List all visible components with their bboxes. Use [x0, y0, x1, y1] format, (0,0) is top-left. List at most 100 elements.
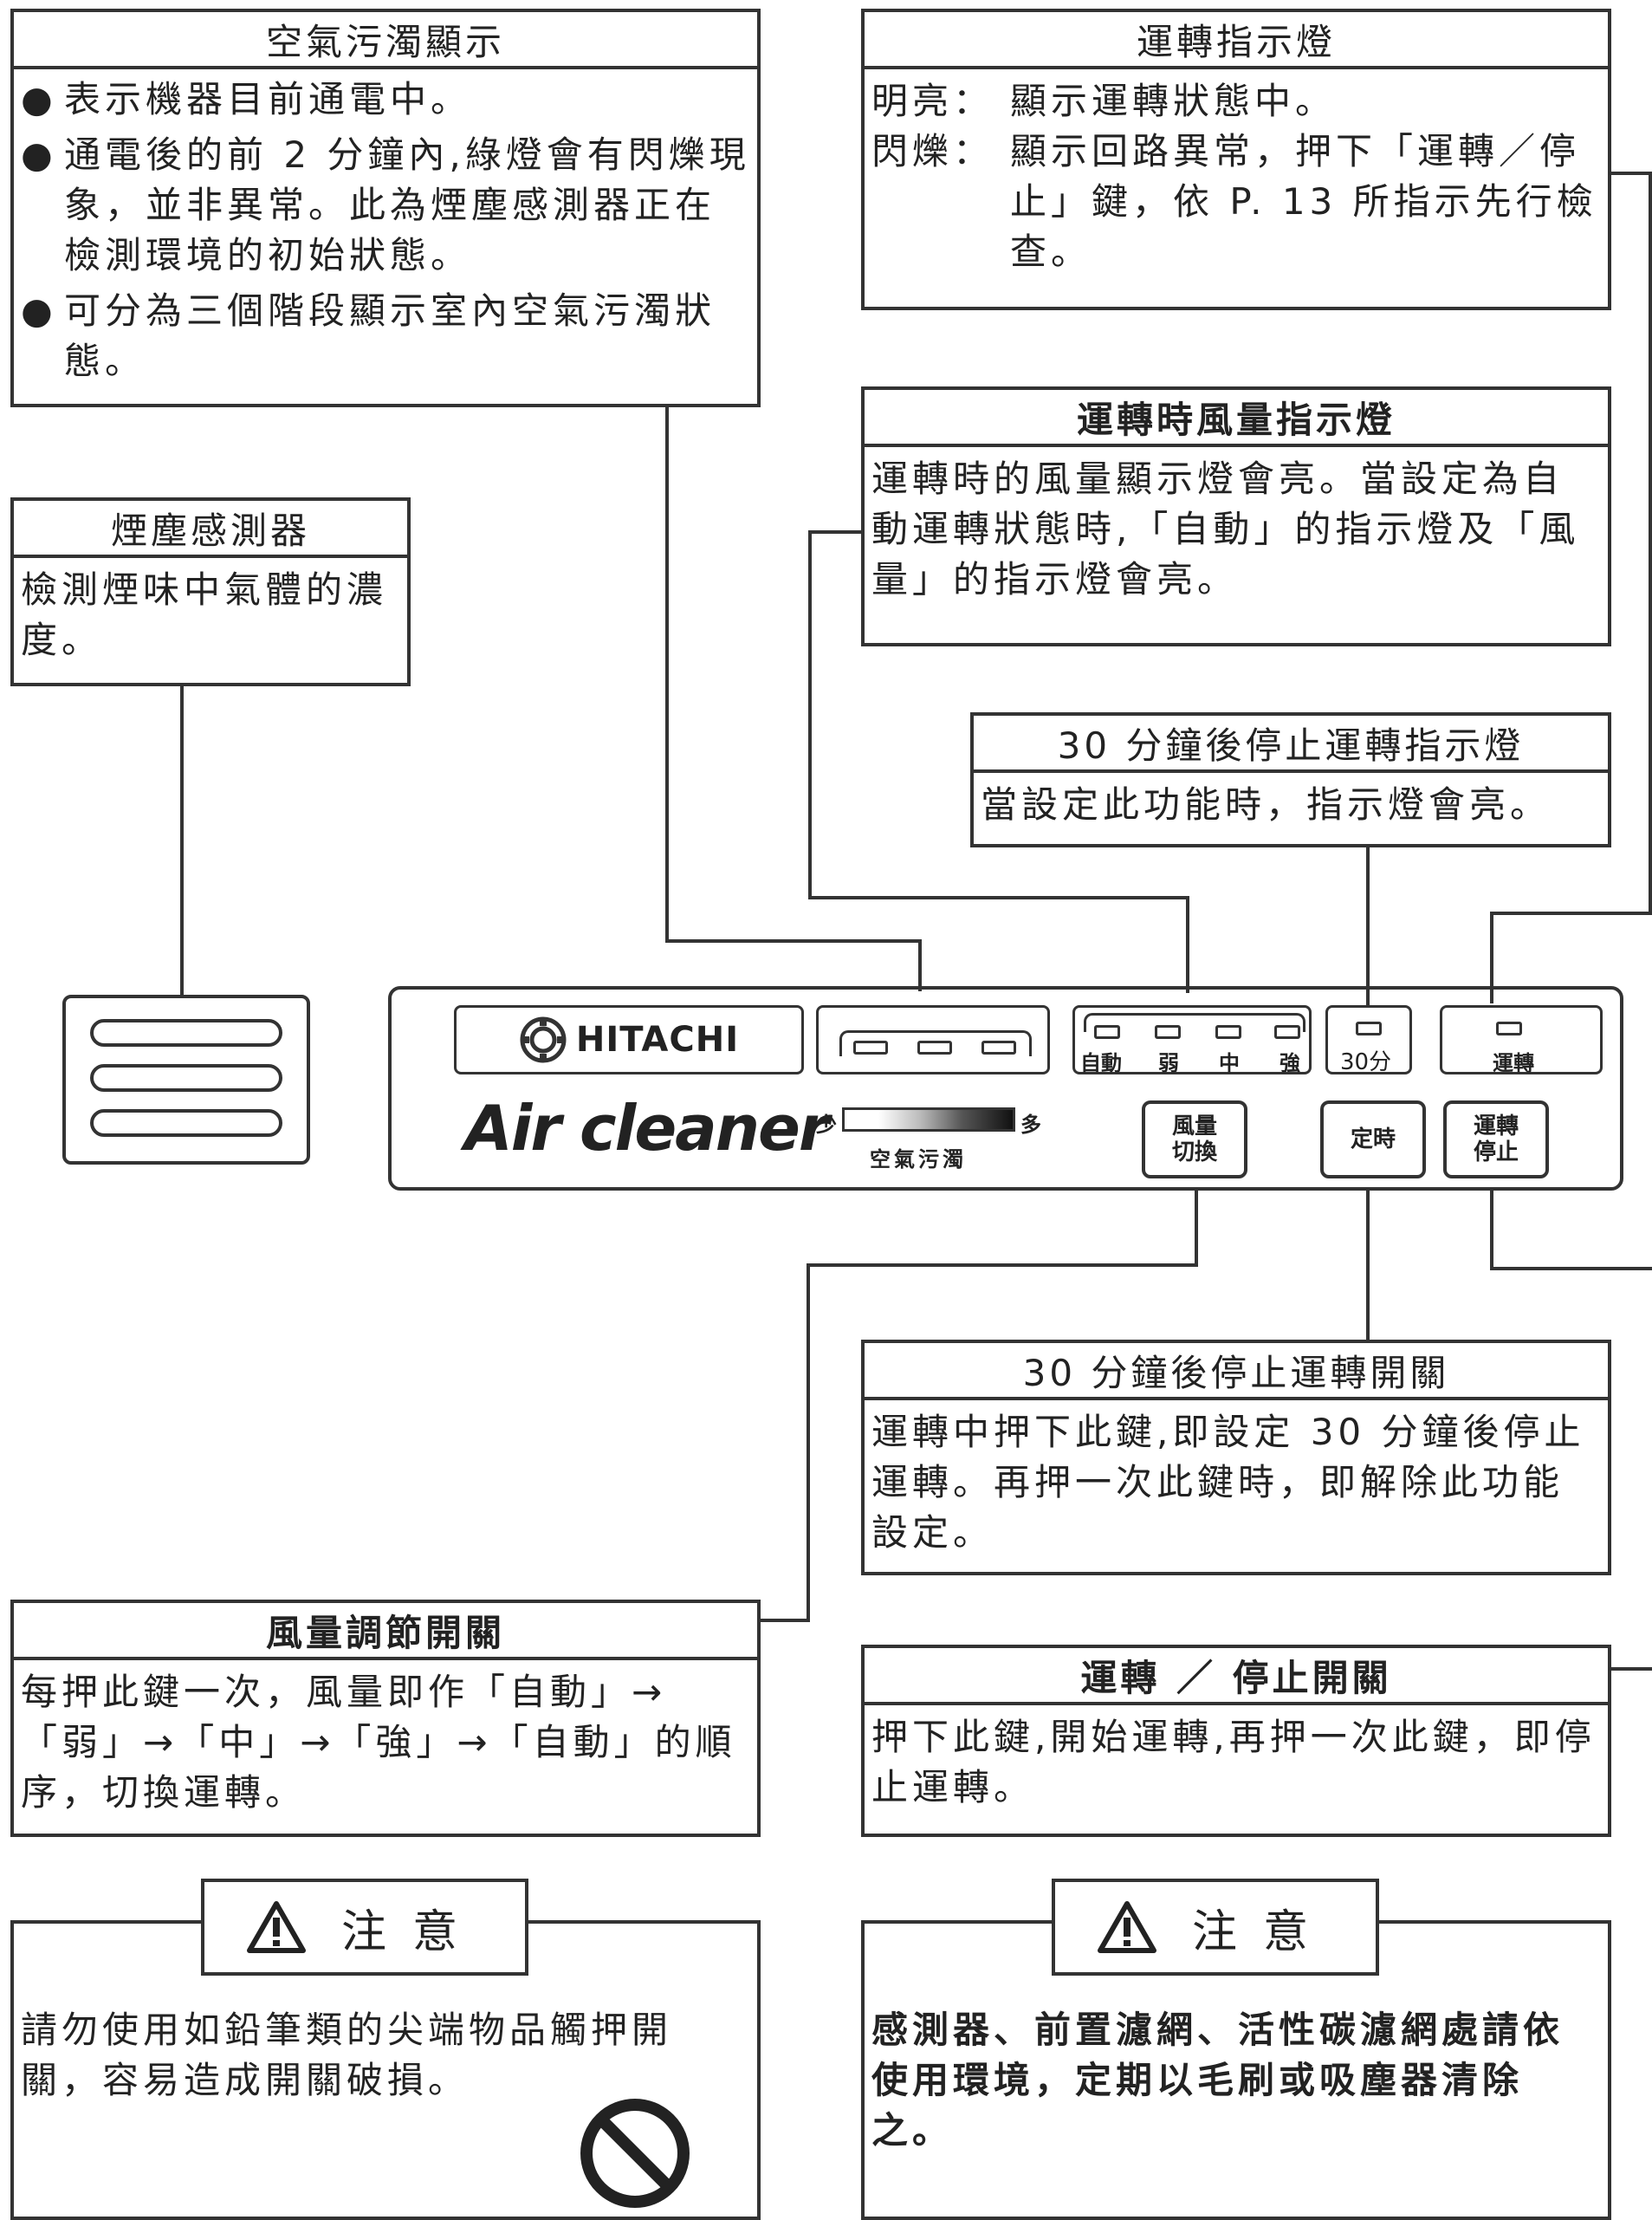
- leader-line: [1649, 172, 1652, 913]
- timer-indicator-text: 當設定此功能時，指示燈會亮。: [981, 783, 1552, 826]
- gauge-less-label: 少: [816, 1113, 837, 1137]
- fan-switch-button[interactable]: 風量切換: [1142, 1100, 1247, 1178]
- power-button[interactable]: 運轉停止: [1443, 1100, 1549, 1178]
- power-switch-box: 運轉 ／ 停止開關 押下此鍵,開始運轉,再押一次此鍵，即停止運轉。: [861, 1645, 1611, 1837]
- pollution-led-mid: [917, 1041, 952, 1055]
- timer-indicator-box: 30 分鐘後停止運轉指示燈 當設定此功能時，指示燈會亮。: [970, 712, 1611, 847]
- caution-right-text: 感測器、前置濾網、活性碳濾網處請依使用環境，定期以毛刷或吸塵器清除之。: [871, 2009, 1565, 2152]
- timer-switch-title: 30 分鐘後停止運轉開關: [865, 1343, 1608, 1400]
- blink-text: 顯示回路異常，押下「運轉／停止」鍵，依 P. 13 所指示先行檢查。: [1010, 130, 1597, 273]
- list-item-text: 可分為三個階段顯示室內空氣污濁狀態。: [64, 289, 716, 382]
- leader-line: [808, 530, 812, 898]
- fan-level-label: 強: [1279, 1051, 1300, 1075]
- fan-indicator-title: 運轉時風量指示燈: [865, 390, 1608, 447]
- pollution-label: 空氣污濁: [870, 1147, 967, 1172]
- run-led-plate: 運轉: [1440, 1005, 1603, 1075]
- warning-icon: [1097, 1901, 1156, 1953]
- leader-line: [1490, 1267, 1652, 1270]
- timer-switch-text: 運轉中押下此鍵,即設定 30 分鐘後停止運轉。再押一次此鍵時，即解除此功能設定。: [871, 1411, 1585, 1554]
- leader-line: [808, 530, 862, 534]
- fan-level-leds: 自動 弱 中 強: [1072, 1005, 1312, 1075]
- bullet: ●: [21, 289, 57, 332]
- leader-line: [1610, 172, 1652, 175]
- leader-line: [1490, 1187, 1493, 1270]
- on-text: 顯示運轉狀態中。: [1010, 80, 1337, 122]
- power-switch-title: 運轉 ／ 停止開關: [865, 1648, 1608, 1705]
- leader-line: [665, 404, 669, 941]
- leader-line: [1186, 896, 1189, 993]
- fan-led-auto: [1094, 1025, 1120, 1039]
- on-label: 明亮：: [871, 80, 994, 122]
- sensor-grille: [62, 995, 310, 1165]
- list-item: ●可分為三個階段顯示室內空氣污濁狀態。: [21, 286, 750, 392]
- fan-level-label: 自動: [1080, 1051, 1122, 1075]
- warning-icon: [246, 1901, 306, 1953]
- smoke-sensor-box: 煙塵感測器 檢測煙味中氣體的濃度。: [10, 497, 411, 686]
- air-quality-title: 空氣污濁顯示: [14, 12, 757, 69]
- caution-left-box: 請勿使用如鉛筆類的尖端物品觸押開關，容易造成開關破損。: [10, 1920, 761, 2220]
- air-quality-box: 空氣污濁顯示 ●表示機器目前通電中。 ●通電後的前 2 分鐘內,綠燈會有閃爍現象…: [10, 9, 761, 407]
- fan-level-label: 中: [1219, 1051, 1240, 1075]
- prohibited-icon: [580, 2099, 690, 2208]
- fan-level-label: 弱: [1158, 1051, 1179, 1075]
- fan-switch-text: 每押此鍵一次，風量即作「自動」→「弱」→「中」→「強」→「自動」的順序，切換運轉…: [21, 1671, 736, 1814]
- fan-led-low: [1155, 1025, 1181, 1039]
- brand-plate: HITACHI: [454, 1005, 804, 1074]
- leader-line: [1366, 844, 1370, 1005]
- pollution-led-high: [981, 1041, 1016, 1055]
- timer-button-label: 定時: [1350, 1126, 1396, 1152]
- blink-label: 閃爍：: [871, 130, 994, 172]
- fan-led-high: [1274, 1025, 1300, 1039]
- run-led-label: 運轉: [1493, 1051, 1534, 1075]
- fan-led-mid: [1215, 1025, 1241, 1039]
- list-item-text: 通電後的前 2 分鐘內,綠燈會有閃爍現象，並非異常。此為煙塵感測器正在檢測環境的…: [64, 133, 750, 276]
- caution-right-tag: 注意: [1052, 1879, 1379, 1976]
- timer-led-label: 30分: [1340, 1049, 1392, 1075]
- blink-state-row: 閃爍： 顯示回路異常，押下「運轉／停止」鍵，依 P. 13 所指示先行檢查。: [871, 127, 1601, 277]
- caution-left-tag: 注意: [201, 1879, 528, 1976]
- leader-line: [1610, 1667, 1652, 1671]
- power-switch-text: 押下此鍵,開始運轉,再押一次此鍵，即停止運轉。: [871, 1716, 1596, 1808]
- list-item: ●通電後的前 2 分鐘內,綠燈會有閃爍現象，並非異常。此為煙塵感測器正在檢測環境…: [21, 130, 750, 286]
- leader-line: [757, 1619, 810, 1622]
- list-item-text: 表示機器目前通電中。: [64, 78, 472, 120]
- leader-line: [808, 896, 1189, 899]
- leader-line: [180, 685, 184, 996]
- caution-left-text: 請勿使用如鉛筆類的尖端物品觸押開關，容易造成開關破損。: [21, 2009, 673, 2101]
- leader-line: [1366, 1187, 1370, 1341]
- fan-indicator-text: 運轉時的風量顯示燈會亮。當設定為自動運轉狀態時,「自動」的指示燈及「風量」的指示…: [871, 458, 1580, 600]
- timer-button[interactable]: 定時: [1320, 1100, 1426, 1178]
- leader-line: [1490, 912, 1493, 1003]
- timer-led-plate: 30分: [1325, 1005, 1412, 1075]
- leader-line: [918, 939, 922, 991]
- pollution-gauge: [842, 1107, 1015, 1132]
- leader-line: [665, 939, 922, 943]
- control-panel: HITACHI Air cleaner 少 多 空氣污濁 自動 弱 中 強 30…: [388, 986, 1623, 1191]
- run-indicator-title: 運轉指示燈: [865, 12, 1608, 69]
- leader-line: [1490, 912, 1652, 915]
- timer-indicator-title: 30 分鐘後停止運轉指示燈: [974, 716, 1608, 773]
- smoke-sensor-title: 煙塵感測器: [14, 501, 407, 558]
- fan-switch-label: 風量切換: [1171, 1113, 1217, 1165]
- caution-left-title: 注意: [340, 1905, 483, 1958]
- fan-switch-box: 風量調節開關 每押此鍵一次，風量即作「自動」→「弱」→「中」→「強」→「自動」的…: [10, 1600, 761, 1837]
- leader-line: [807, 1263, 810, 1620]
- caution-right-title: 注意: [1191, 1905, 1334, 1958]
- smoke-sensor-text: 檢測煙味中氣體的濃度。: [21, 568, 388, 661]
- leader-line: [1195, 1187, 1198, 1267]
- bullet: ●: [21, 78, 57, 120]
- brand-name: HITACHI: [575, 1020, 740, 1060]
- timer-led: [1356, 1022, 1382, 1035]
- fan-switch-title: 風量調節開關: [14, 1603, 757, 1660]
- product-name: Air cleaner: [464, 1092, 829, 1165]
- bullet: ●: [21, 133, 57, 176]
- run-led: [1496, 1022, 1522, 1035]
- pollution-led-low: [853, 1041, 888, 1055]
- on-state-row: 明亮： 顯示運轉狀態中。: [871, 76, 1601, 127]
- air-quality-lamps: [816, 1005, 1050, 1074]
- hitachi-logo-icon: [520, 1016, 567, 1063]
- fan-indicator-box: 運轉時風量指示燈 運轉時的風量顯示燈會亮。當設定為自動運轉狀態時,「自動」的指示…: [861, 386, 1611, 646]
- leader-line: [807, 1263, 1198, 1267]
- power-button-label: 運轉停止: [1473, 1113, 1519, 1165]
- timer-switch-box: 30 分鐘後停止運轉開關 運轉中押下此鍵,即設定 30 分鐘後停止運轉。再押一次…: [861, 1340, 1611, 1575]
